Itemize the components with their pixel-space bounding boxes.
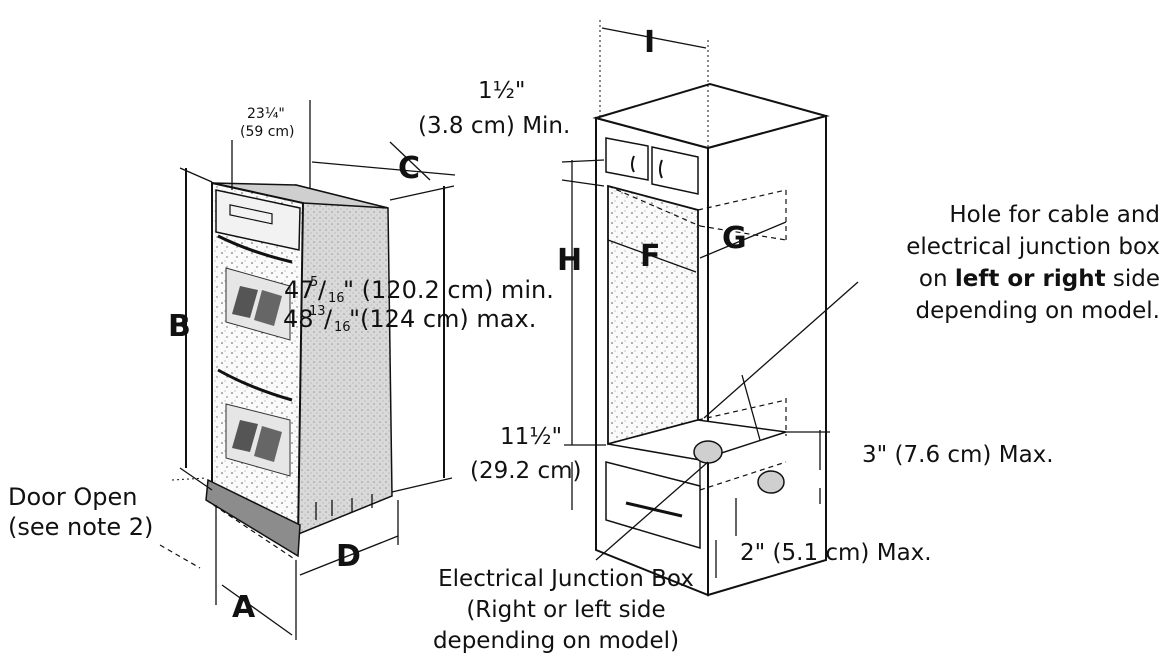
dimension-label-h: H xyxy=(557,243,582,278)
svg-text:5: 5 xyxy=(310,275,318,290)
svg-text:" (120.2 cm) min.: " (120.2 cm) min. xyxy=(343,276,554,304)
cabinet-dimension-lines xyxy=(561,20,859,578)
bottom-gap-cm-label: (29.2 cm) xyxy=(470,458,582,484)
dimension-label-g: G xyxy=(722,221,747,256)
oven-width-cm-label: (59 cm) xyxy=(240,124,295,140)
dimension-label-b: B xyxy=(168,309,191,344)
hole-note: Hole for cable and electrical junction b… xyxy=(906,202,1160,324)
top-gap-label: 1½" xyxy=(478,78,526,104)
svg-text:Electrical Junction Box: Electrical Junction Box xyxy=(438,566,694,592)
bottom-gap-label: 11½" xyxy=(500,424,562,450)
svg-text:depending on model): depending on model) xyxy=(433,628,679,654)
svg-text:13: 13 xyxy=(309,304,326,319)
svg-text:Hole for cable and: Hole for cable and xyxy=(949,202,1160,228)
dimension-label-a: A xyxy=(232,590,256,625)
max-3in-label: 3" (7.6 cm) Max. xyxy=(862,442,1054,468)
svg-text:on left or right side: on left or right side xyxy=(919,266,1160,292)
top-gap-cm-label: (3.8 cm) Min. xyxy=(418,113,570,139)
svg-text:/: / xyxy=(324,305,333,333)
dimension-label-i: I xyxy=(644,25,655,60)
svg-text:depending on model.: depending on model. xyxy=(916,298,1160,324)
dimension-label-d: D xyxy=(336,539,361,574)
svg-text:16: 16 xyxy=(328,291,345,306)
svg-text:(Right or left side: (Right or left side xyxy=(466,597,665,623)
svg-text:electrical junction box: electrical junction box xyxy=(906,234,1160,260)
oven-dimension-lines xyxy=(159,100,456,640)
svg-text:48: 48 xyxy=(283,305,314,333)
wall-oven-drawing xyxy=(205,181,393,558)
cabinet-drawing xyxy=(592,82,830,597)
door-open-note: (see note 2) xyxy=(8,513,153,541)
oven-width-label: 23¼" xyxy=(247,106,285,122)
junction-box-note: Electrical Junction Box (Right or left s… xyxy=(433,566,694,654)
svg-text:16: 16 xyxy=(334,320,351,335)
oven-height-min-label: 47 5 / 16 " (120.2 cm) min. xyxy=(284,275,554,306)
svg-text:/: / xyxy=(318,276,327,304)
svg-text:"(124 cm) max.: "(124 cm) max. xyxy=(349,305,536,333)
svg-text:47: 47 xyxy=(284,276,315,304)
oven-height-max-label: 48 13 / 16 "(124 cm) max. xyxy=(283,304,536,335)
max-2in-label: 2" (5.1 cm) Max. xyxy=(740,540,932,566)
dimension-label-f: F xyxy=(640,239,661,274)
dimension-label-c: C xyxy=(398,151,420,186)
door-open-label: Door Open xyxy=(8,483,137,511)
